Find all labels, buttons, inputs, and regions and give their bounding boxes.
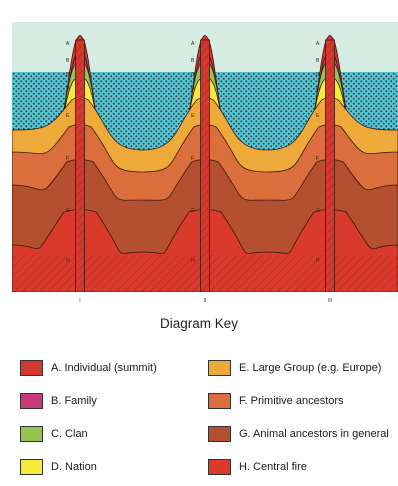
peak-column-hatch xyxy=(326,40,335,292)
layer-letter: G xyxy=(191,208,195,214)
layer-letter: F xyxy=(66,156,69,162)
layer-letter: G xyxy=(316,208,320,214)
diagram-key-title: Diagram Key xyxy=(0,316,398,331)
layer-letter: D xyxy=(316,86,320,92)
layer-letter: C xyxy=(66,72,70,78)
peak-label-3: III xyxy=(328,298,332,304)
layer-letter: D xyxy=(66,86,70,92)
peak-column-hatch xyxy=(201,40,210,292)
layer-letter: C xyxy=(191,72,195,78)
layer-letter: F xyxy=(316,156,319,162)
layer-letter: H xyxy=(316,258,320,264)
peak-column-hatch xyxy=(76,40,85,292)
layer-letter: D xyxy=(191,86,195,92)
layer-letter: G xyxy=(66,208,70,214)
layer-letter: H xyxy=(191,258,195,264)
peak-label-2: II xyxy=(204,298,207,304)
layer-letter: H xyxy=(66,258,70,264)
layer-letter: F xyxy=(191,156,194,162)
peak-label-1: I xyxy=(79,298,80,304)
layer-letter: C xyxy=(316,72,320,78)
